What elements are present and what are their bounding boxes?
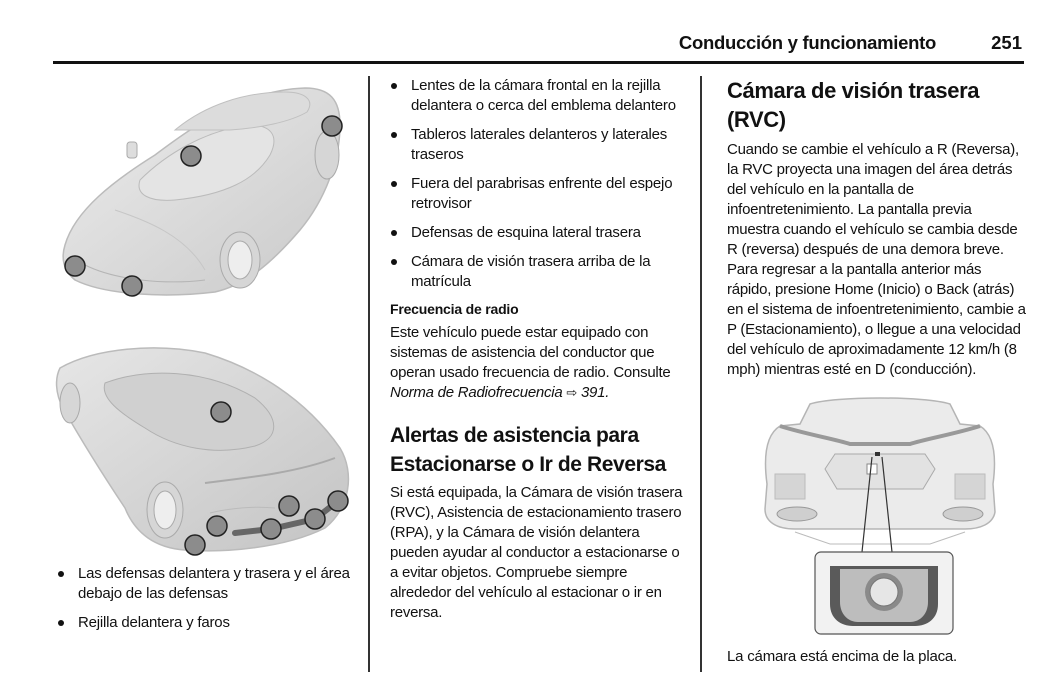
rear-camera-illustration [764, 397, 996, 635]
page-number: 251 [991, 32, 1022, 53]
sensor-marker [260, 518, 282, 540]
list-item: Rejilla delantera y faros [55, 613, 360, 633]
parking-alerts-heading: Alertas de asistencia para Estacionarse … [390, 424, 666, 476]
column-1: Las defensas delantera y trasera y el ár… [55, 70, 360, 642]
rvc-heading: Cámara de visión trasera (RVC) [727, 78, 980, 132]
sensor-location-list-2: Lentes de la cámara frontal en la rejill… [388, 76, 690, 292]
sensor-marker [304, 508, 326, 530]
section-title: Conducción y funcionamiento [678, 32, 936, 53]
list-item: Fuera del parabrisas enfrente del espejo… [388, 174, 690, 214]
sensor-marker [184, 534, 206, 556]
figure-caption: La cámara está encima de la placa. [727, 648, 957, 665]
column-divider-2 [700, 76, 702, 672]
sensor-location-list-1: Las defensas delantera y trasera y el ár… [55, 564, 360, 633]
sensor-marker [180, 145, 202, 167]
sensor-marker [278, 495, 300, 517]
list-item: Tableros laterales delanteros y laterale… [388, 125, 690, 165]
list-item: Defensas de esquina lateral trasera [388, 223, 690, 243]
radio-norm-link[interactable]: Norma de Radiofrecuencia [390, 384, 563, 401]
car-front-illustration [62, 87, 343, 297]
sensor-marker [327, 490, 349, 512]
column-divider-1 [368, 76, 370, 672]
sensor-marker [64, 255, 86, 277]
header-rule [53, 61, 1024, 64]
sensor-marker [210, 401, 232, 423]
sensor-marker [321, 115, 343, 137]
column-2: Lentes de la cámara frontal en la rejill… [390, 76, 690, 623]
rvc-text: Cuando se cambie el vehículo a R (Revers… [727, 141, 1026, 378]
page-header: Conducción y funcionamiento 251 [53, 30, 1024, 64]
figure-front-car [55, 70, 360, 310]
list-item: Lentes de la cámara frontal en la rejill… [388, 76, 690, 116]
sensor-marker [121, 275, 143, 297]
reference-page: 391. [580, 384, 610, 401]
sensor-marker [206, 515, 228, 537]
column-3: Cámara de visión trasera (RVC) Cuando se… [727, 76, 1027, 667]
radio-frequency-heading: Frecuencia de radio [390, 301, 519, 317]
figure-rear-car [55, 338, 360, 558]
list-item: Las defensas delantera y trasera y el ár… [55, 564, 360, 604]
parking-alerts-text: Si está equipada, la Cámara de visión tr… [390, 484, 683, 621]
figure-rear-camera [755, 394, 1027, 639]
car-rear-illustration [55, 347, 350, 556]
reference-arrow-icon: ⇨ [566, 385, 578, 400]
radio-frequency-text: Este vehículo puede estar equipado con s… [390, 324, 671, 401]
list-item: Cámara de visión trasera arriba de la ma… [388, 252, 690, 292]
